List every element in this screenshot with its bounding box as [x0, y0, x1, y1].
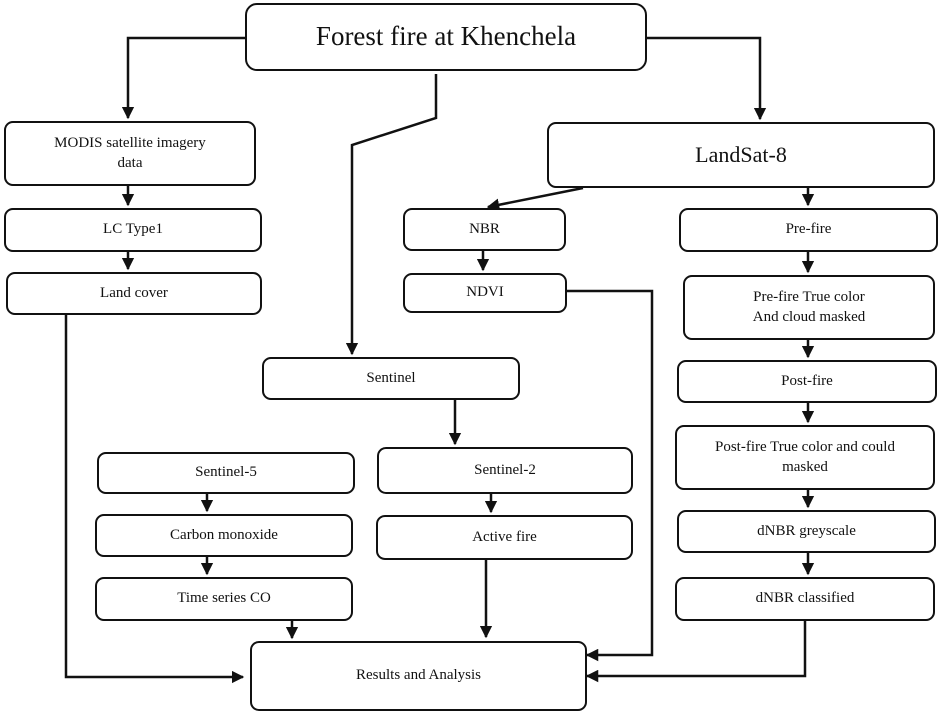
- node-lc-type1: LC Type1: [4, 208, 262, 252]
- node-active-fire: Active fire: [376, 515, 633, 560]
- node-landsat-8: LandSat-8: [547, 122, 935, 188]
- node-results-and-analysis: Results and Analysis: [250, 641, 587, 711]
- node-sentinel-2: Sentinel-2: [377, 447, 633, 494]
- arrow-ndvi-to-results: [567, 289, 654, 662]
- node-ndvi: NDVI: [403, 273, 567, 313]
- node-dnbr-greyscale: dNBR greyscale: [677, 510, 936, 553]
- node-time-series-co: Time series CO: [95, 577, 353, 621]
- node-nbr: NBR: [403, 208, 566, 251]
- arrow-landsat8-to-nbr: [486, 186, 584, 211]
- node-pre-fire: Pre-fire: [679, 208, 938, 252]
- node-sentinel: Sentinel: [262, 357, 520, 400]
- node-pre-fire-true-color: Pre-fire True color And cloud masked: [683, 275, 935, 340]
- node-forest-fire-khenchela: Forest fire at Khenchela: [245, 3, 647, 71]
- node-sentinel-5: Sentinel-5: [97, 452, 355, 494]
- node-land-cover: Land cover: [6, 272, 262, 315]
- arrow-root-to-modis: [121, 36, 245, 120]
- arrow-dnbr-classified-to-results: [585, 621, 807, 683]
- arrow-root-to-sentinel: [345, 74, 438, 356]
- node-post-fire-true-color: Post-fire True color and could masked: [675, 425, 935, 490]
- node-carbon-monoxide: Carbon monoxide: [95, 514, 353, 557]
- arrow-root-to-landsat8: [647, 36, 767, 121]
- node-dnbr-classified: dNBR classified: [675, 577, 935, 621]
- node-modis-imagery: MODIS satellite imagery data: [4, 121, 256, 186]
- arrow-landcover-to-results: [64, 315, 245, 684]
- node-post-fire: Post-fire: [677, 360, 937, 403]
